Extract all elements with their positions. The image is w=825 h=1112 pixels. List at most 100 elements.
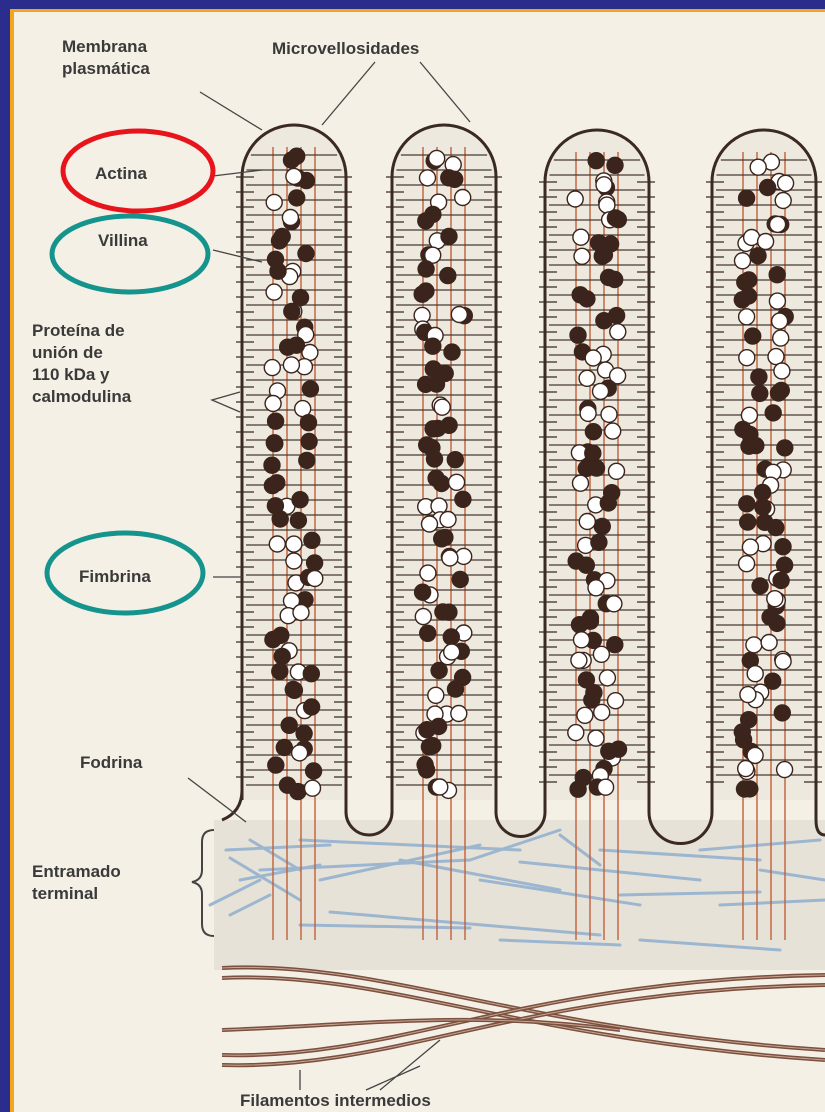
fimbrin-dot bbox=[598, 779, 614, 795]
villin-dot bbox=[425, 206, 441, 222]
villin-dot bbox=[425, 338, 441, 354]
fimbrin-dot bbox=[282, 210, 298, 226]
fimbrin-dot bbox=[283, 357, 299, 373]
villin-dot bbox=[444, 344, 460, 360]
villin-dot bbox=[452, 572, 468, 588]
fimbrin-dot bbox=[451, 706, 467, 722]
fimbrin-dot bbox=[770, 216, 786, 232]
microvilli-diagram: Membrana plasmática Microvellosidades Ac… bbox=[14, 12, 825, 1112]
villin-dot bbox=[765, 405, 781, 421]
villin-dot bbox=[762, 609, 778, 625]
fimbrin-dot bbox=[455, 190, 471, 206]
terminal-web bbox=[210, 820, 825, 970]
villin-dot bbox=[274, 648, 290, 664]
villin-dot bbox=[286, 682, 302, 698]
villin-dot bbox=[570, 781, 586, 797]
villin-dot bbox=[421, 739, 437, 755]
fimbrin-dot bbox=[286, 168, 302, 184]
label-proteina-110kda: Proteína de unión de 110 kDa y calmoduli… bbox=[32, 321, 132, 406]
fimbrin-dot bbox=[567, 191, 583, 207]
fimbrin-dot bbox=[746, 637, 762, 653]
villin-dot bbox=[281, 717, 297, 733]
villin-dot bbox=[447, 452, 463, 468]
villin-dot bbox=[272, 663, 288, 679]
leader-line bbox=[366, 1066, 420, 1090]
villin-dot bbox=[750, 248, 766, 264]
villin-dot bbox=[268, 757, 284, 773]
villin-dot bbox=[735, 421, 751, 437]
villin-dot bbox=[427, 451, 443, 467]
villin-dot bbox=[755, 499, 771, 515]
fimbrin-dot bbox=[444, 644, 460, 660]
villin-dot bbox=[775, 539, 791, 555]
fimbrin-dot bbox=[307, 571, 323, 587]
intermediate-filaments bbox=[222, 967, 825, 1065]
label-membrana: Membrana plasmática bbox=[62, 37, 152, 78]
villin-dot bbox=[752, 578, 768, 594]
villin-dot bbox=[276, 740, 292, 756]
fimbrin-dot bbox=[599, 670, 615, 686]
fimbrin-dot bbox=[593, 383, 609, 399]
fimbrin-dot bbox=[606, 596, 622, 612]
fimbrin-dot bbox=[451, 307, 467, 323]
villin-dot bbox=[274, 229, 290, 245]
fimbrin-dot bbox=[286, 536, 302, 552]
fimbrin-dot bbox=[740, 687, 756, 703]
fimbrin-dot bbox=[573, 229, 589, 245]
membrane-edge bbox=[222, 790, 242, 820]
villin-dot bbox=[420, 625, 436, 641]
label-microvellosidades: Microvellosidades bbox=[272, 39, 419, 58]
leader-line bbox=[212, 392, 240, 412]
fimbrin-dot bbox=[767, 591, 783, 607]
leader-line bbox=[188, 778, 246, 822]
label-fimbrina: Fimbrina bbox=[79, 567, 151, 586]
fimbrin-dot bbox=[293, 605, 309, 621]
villin-dot bbox=[594, 248, 610, 264]
villin-dot bbox=[611, 741, 627, 757]
villin-dot bbox=[301, 415, 317, 431]
villin-dot bbox=[607, 210, 623, 226]
fimbrin-dot bbox=[742, 539, 758, 555]
fimbrin-dot bbox=[778, 175, 794, 191]
label-fodrina: Fodrina bbox=[80, 753, 143, 772]
villin-dot bbox=[418, 283, 434, 299]
villin-dot bbox=[748, 438, 764, 454]
villin-dot bbox=[607, 637, 623, 653]
villin-dot bbox=[740, 514, 756, 530]
fimbrin-dot bbox=[585, 350, 601, 366]
villin-dot bbox=[270, 263, 286, 279]
leader-line bbox=[420, 62, 470, 122]
villin-dot bbox=[441, 417, 457, 433]
villin-dot bbox=[568, 553, 584, 569]
villin-dot bbox=[429, 376, 445, 392]
fimbrin-dot bbox=[750, 159, 766, 175]
fimbrin-dot bbox=[593, 646, 609, 662]
fimbrin-dot bbox=[735, 253, 751, 269]
villin-dot bbox=[307, 555, 323, 571]
villin-dot bbox=[585, 424, 601, 440]
villin-dot bbox=[290, 512, 306, 528]
villin-dot bbox=[292, 492, 308, 508]
villin-dot bbox=[303, 666, 319, 682]
villin-dot bbox=[752, 385, 768, 401]
fimbrin-dot bbox=[305, 780, 321, 796]
fimbrin-dot bbox=[773, 330, 789, 346]
villin-dot bbox=[417, 757, 433, 773]
villin-dot bbox=[582, 610, 598, 626]
leader-line bbox=[322, 62, 375, 125]
fimbrin-dot bbox=[264, 360, 280, 376]
fimbrin-dot bbox=[739, 350, 755, 366]
villin-dot bbox=[435, 604, 451, 620]
villin-dot bbox=[264, 478, 280, 494]
fimbrin-dot bbox=[580, 405, 596, 421]
villin-dot bbox=[299, 452, 315, 468]
fimbrin-dot bbox=[761, 635, 777, 651]
fimbrin-dot bbox=[568, 725, 584, 741]
fimbrin-dot bbox=[292, 745, 308, 761]
fimbrin-dot bbox=[577, 707, 593, 723]
fimbrin-dot bbox=[269, 536, 285, 552]
fimbrin-dot bbox=[420, 170, 436, 186]
label-filamentos-intermedios: Filamentos intermedios bbox=[240, 1091, 431, 1110]
villin-dot bbox=[773, 573, 789, 589]
